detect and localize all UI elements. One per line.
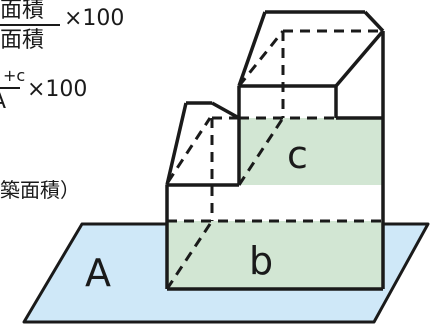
note-text: 築面積） bbox=[0, 178, 80, 202]
label-c: c bbox=[287, 133, 308, 177]
formula2-numerator: +c bbox=[3, 66, 26, 85]
shaded-area-b bbox=[167, 221, 383, 289]
shaded-area-c bbox=[239, 118, 383, 185]
visible-edges bbox=[165, 10, 385, 291]
formula1-denominator: 面積 bbox=[0, 28, 45, 53]
label-b: b bbox=[249, 239, 273, 283]
formula2-fraction-bar bbox=[0, 87, 20, 89]
hidden-edges bbox=[165, 29, 383, 290]
formula2-denominator: A bbox=[0, 91, 6, 113]
formula1-multiplier: ×100 bbox=[64, 6, 125, 31]
formula1-fraction-bar bbox=[0, 24, 60, 26]
label-a: A bbox=[85, 251, 111, 295]
formula2-multiplier: ×100 bbox=[27, 77, 88, 102]
formula1-numerator: 面積 bbox=[0, 0, 45, 23]
